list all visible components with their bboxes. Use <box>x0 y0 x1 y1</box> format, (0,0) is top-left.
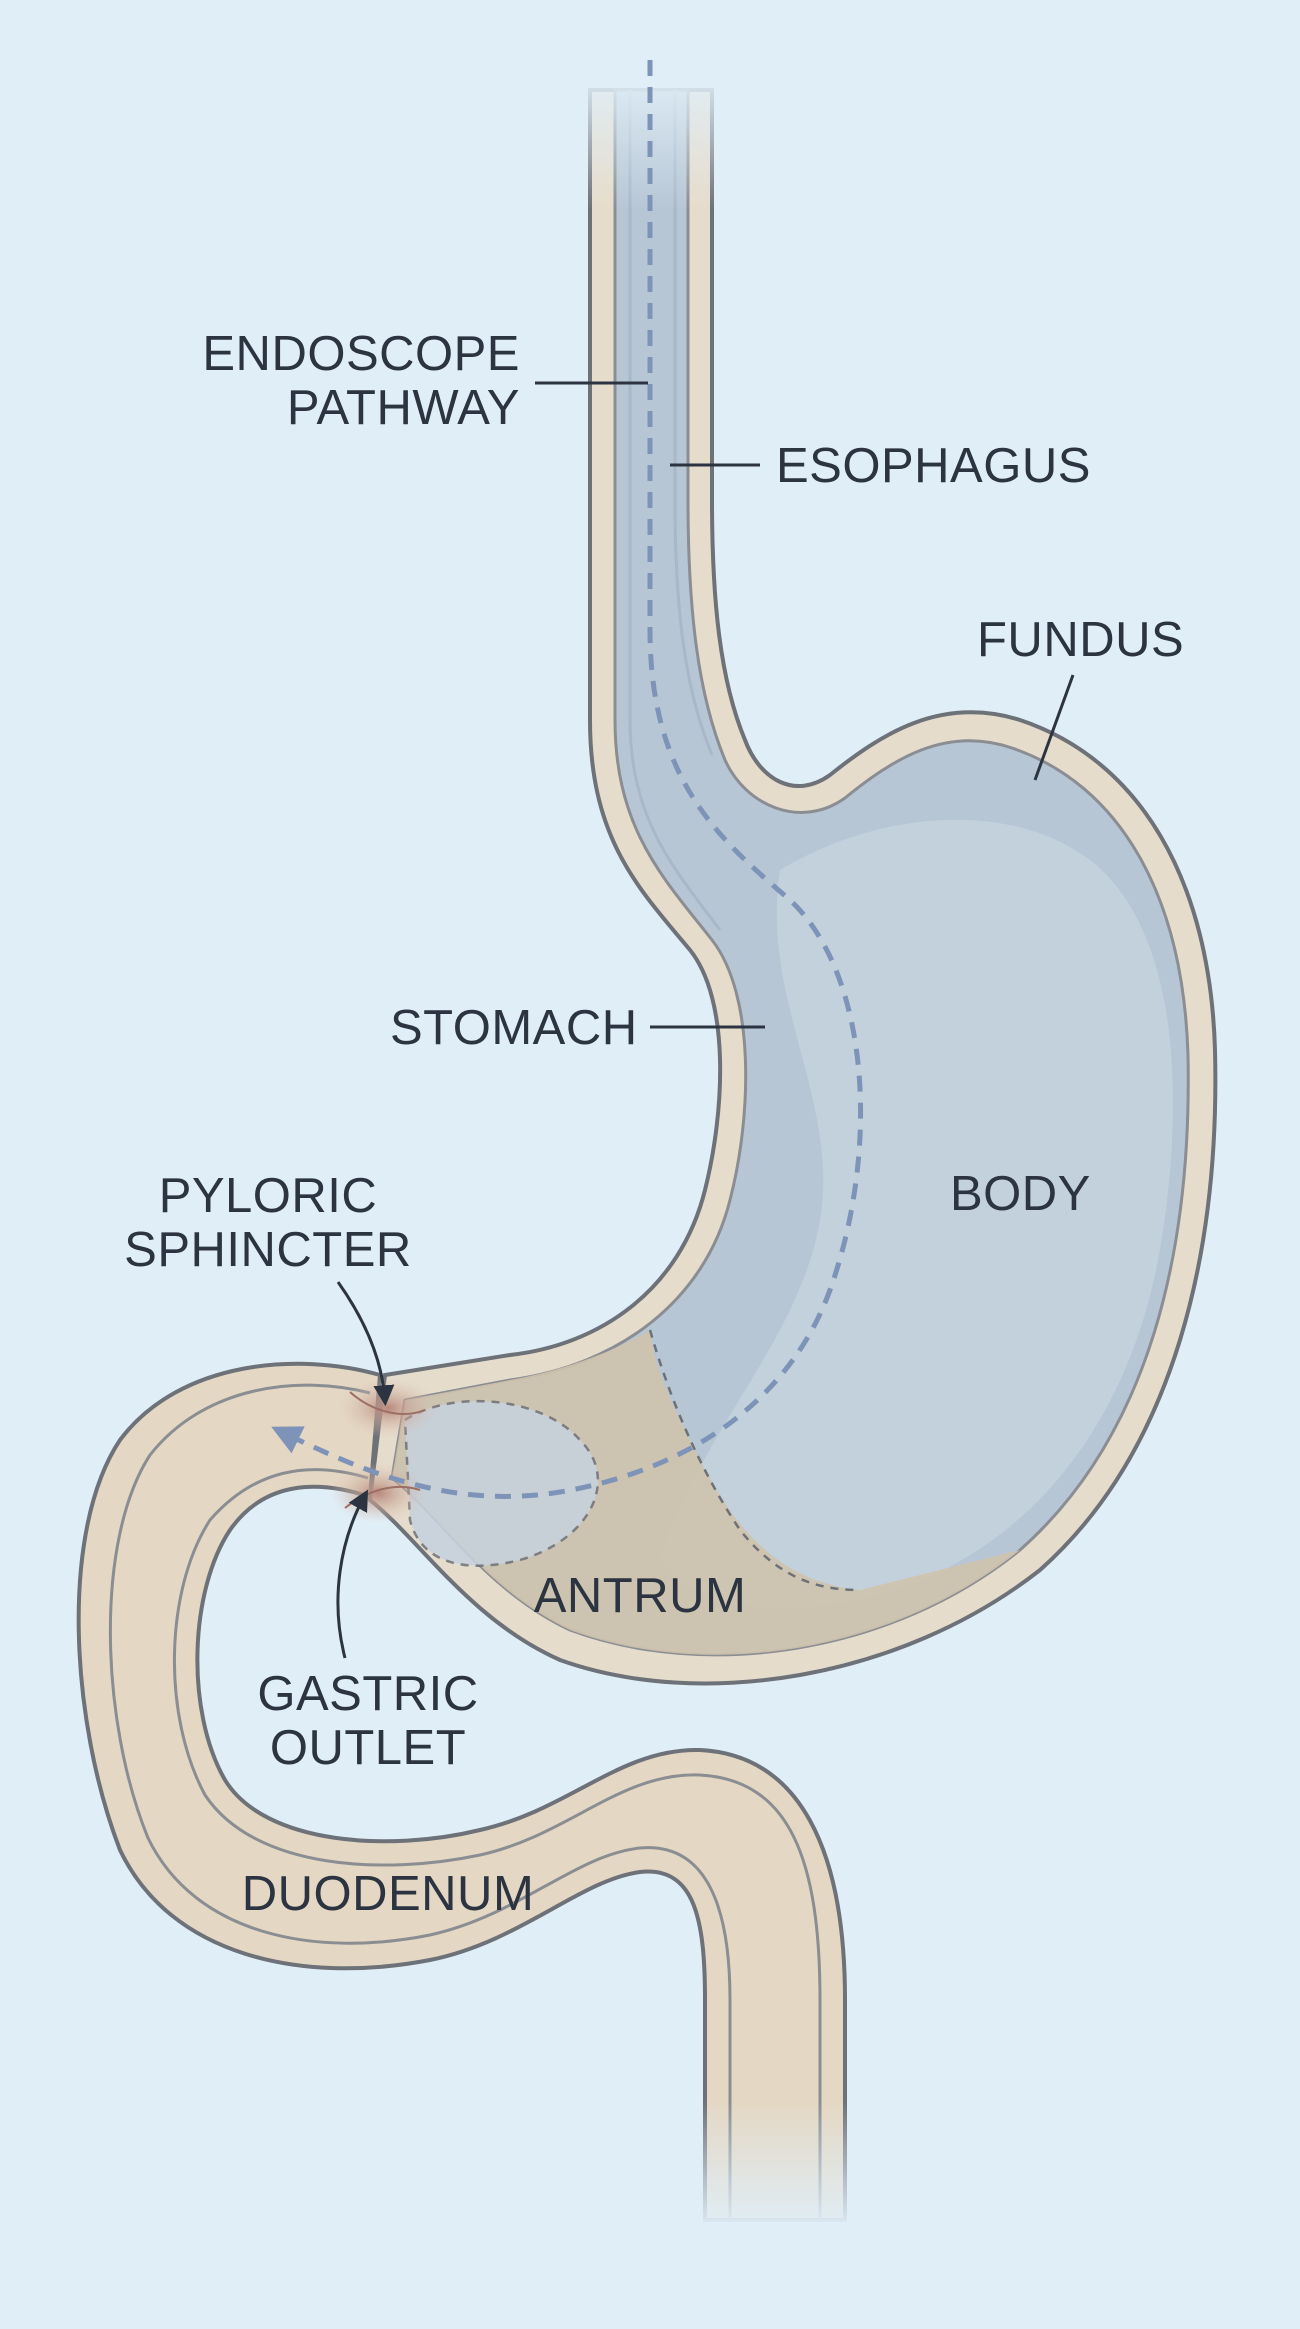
antrum-region <box>392 1330 1020 1655</box>
duodenum <box>76 1361 860 2230</box>
arrow-gastric-outlet <box>336 1489 369 1659</box>
label-esophagus: ESOPHAGUS <box>776 439 1091 493</box>
label-fundus: FUNDUS <box>977 613 1184 667</box>
label-duodenum: DUODENUM <box>242 1867 535 1921</box>
pyloric-canal-region <box>403 1399 600 1567</box>
label-endoscope-pathway-line2: PATHWAY <box>287 381 520 435</box>
label-endoscope-pathway-line1: ENDOSCOPE <box>202 327 520 381</box>
endoscope-pathway-dashed-line <box>271 60 863 1499</box>
label-pyloric-sphincter-line2: SPHINCTER <box>124 1223 412 1277</box>
stomach-body-highlight <box>660 819 1173 1608</box>
label-gastric-outlet-line2: OUTLET <box>270 1721 466 1775</box>
label-antrum: ANTRUM <box>534 1569 747 1623</box>
esophagus-inner-line-right <box>673 90 714 756</box>
label-gastric-outlet-line1: GASTRIC <box>257 1667 478 1721</box>
duodenum-inner-line-2 <box>173 1468 822 2220</box>
label-body: BODY <box>950 1167 1091 1221</box>
stomach-esophagus <box>367 70 1218 1686</box>
leader-fundus <box>1033 674 1075 781</box>
duodenum-inner-line-1 <box>108 1383 732 2220</box>
arrow-pyloric-sphincter <box>336 1281 395 1407</box>
label-stomach: STOMACH <box>390 1001 638 1055</box>
antrum-boundary-dashed <box>648 1329 861 1592</box>
label-pyloric-sphincter-line1: PYLORIC <box>159 1169 378 1223</box>
esophagus-inner-line-left <box>628 90 722 931</box>
